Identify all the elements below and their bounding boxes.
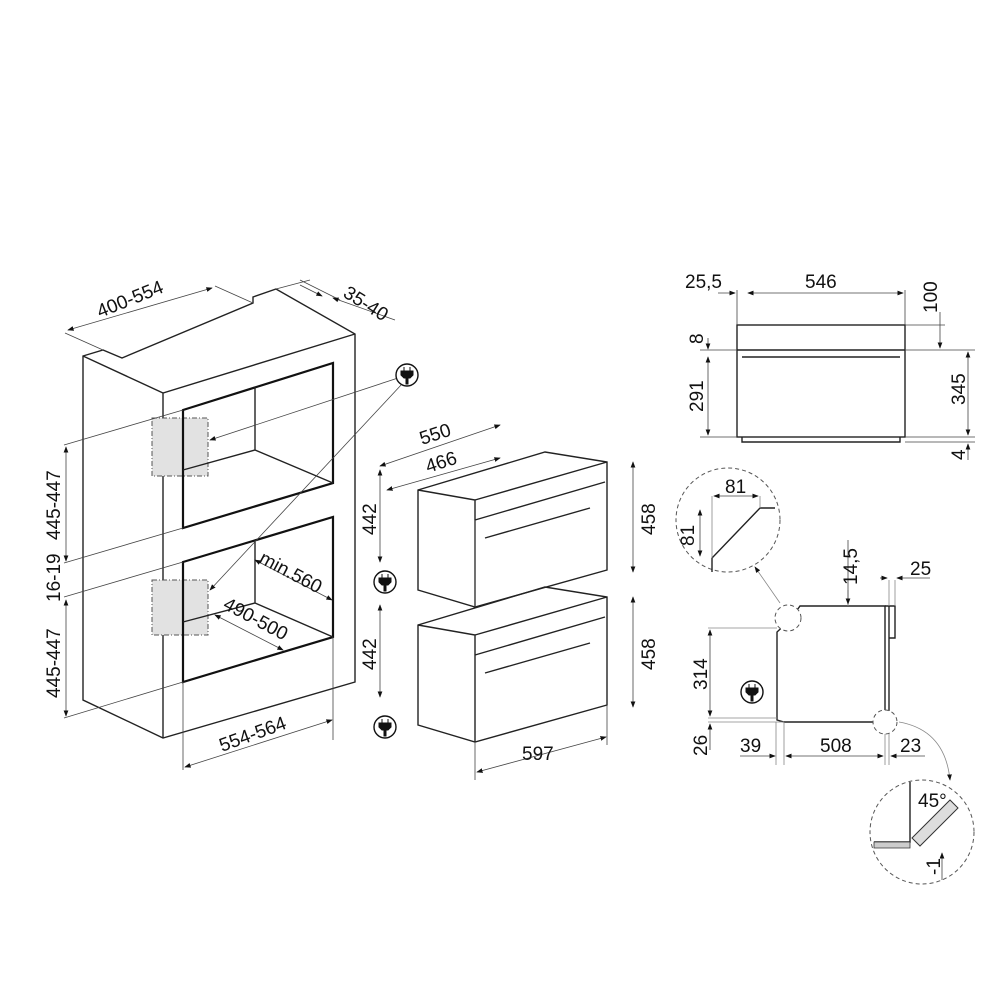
dim-width: 546 — [805, 272, 837, 293]
dim-base: 26 — [691, 735, 712, 756]
detail-angle: 45° -1 — [869, 779, 975, 885]
dim-left-offset: 25,5 — [685, 272, 722, 293]
oven-upper — [417, 451, 608, 608]
dim-total-height: 345 — [949, 373, 970, 405]
oven-iso-drawing: 550 466 442 458 442 458 597 — [360, 420, 660, 780]
dim-height-lower: 445-447 — [44, 628, 65, 698]
dim-top-height: 100 — [921, 281, 942, 313]
dim-height-front-1: 458 — [639, 503, 660, 535]
dim-front: 23 — [900, 736, 921, 757]
dim-width-front: 597 — [522, 744, 554, 765]
plug-icon — [373, 715, 397, 739]
dim-back-gap: 35-40 — [339, 282, 391, 326]
dim-bottom: 4 — [949, 449, 970, 460]
dim-panel: 8 — [687, 333, 708, 344]
detail-angle-value: 45° — [918, 791, 947, 812]
plug-icon — [373, 570, 397, 594]
connection-area-upper — [151, 417, 209, 477]
dim-body-height: 291 — [687, 380, 708, 412]
dim-height-front-2: 458 — [639, 638, 660, 670]
dim-rear: 39 — [740, 736, 761, 757]
dim-depth: 508 — [820, 736, 852, 757]
detail-height: 81 — [678, 525, 699, 546]
oven-lower — [417, 586, 608, 743]
dim-depth-total: 550 — [417, 420, 454, 450]
dim-height-body-2: 442 — [360, 638, 381, 670]
connection-area-lower — [151, 579, 209, 636]
hatched-floor — [873, 841, 911, 849]
dim-height-upper: 445-447 — [44, 470, 65, 540]
side-view-drawing: 81 81 45° -1 14,5 25 314 26 39 508 23 — [675, 467, 975, 885]
detail-marker-top — [774, 604, 802, 632]
dim-gap-middle: 16-19 — [44, 553, 65, 602]
dim-width-top: 400-554 — [94, 277, 167, 323]
detail-corner: 81 81 — [675, 467, 781, 573]
dim-height-body-1: 442 — [360, 503, 381, 535]
detail-width: 81 — [725, 477, 746, 498]
detail-offset: -1 — [924, 858, 945, 875]
plug-icon — [395, 363, 419, 387]
dim-door: 25 — [910, 559, 931, 580]
dim-depth-body: 466 — [423, 448, 460, 478]
front-view-drawing: 25,5 546 100 8 291 345 4 — [685, 272, 975, 460]
plug-icon — [740, 680, 764, 704]
dim-depth-min: min.560 — [256, 548, 326, 598]
dim-top-gap: 14,5 — [841, 548, 862, 585]
detail-marker-bottom — [872, 709, 898, 735]
dim-height: 314 — [691, 658, 712, 690]
